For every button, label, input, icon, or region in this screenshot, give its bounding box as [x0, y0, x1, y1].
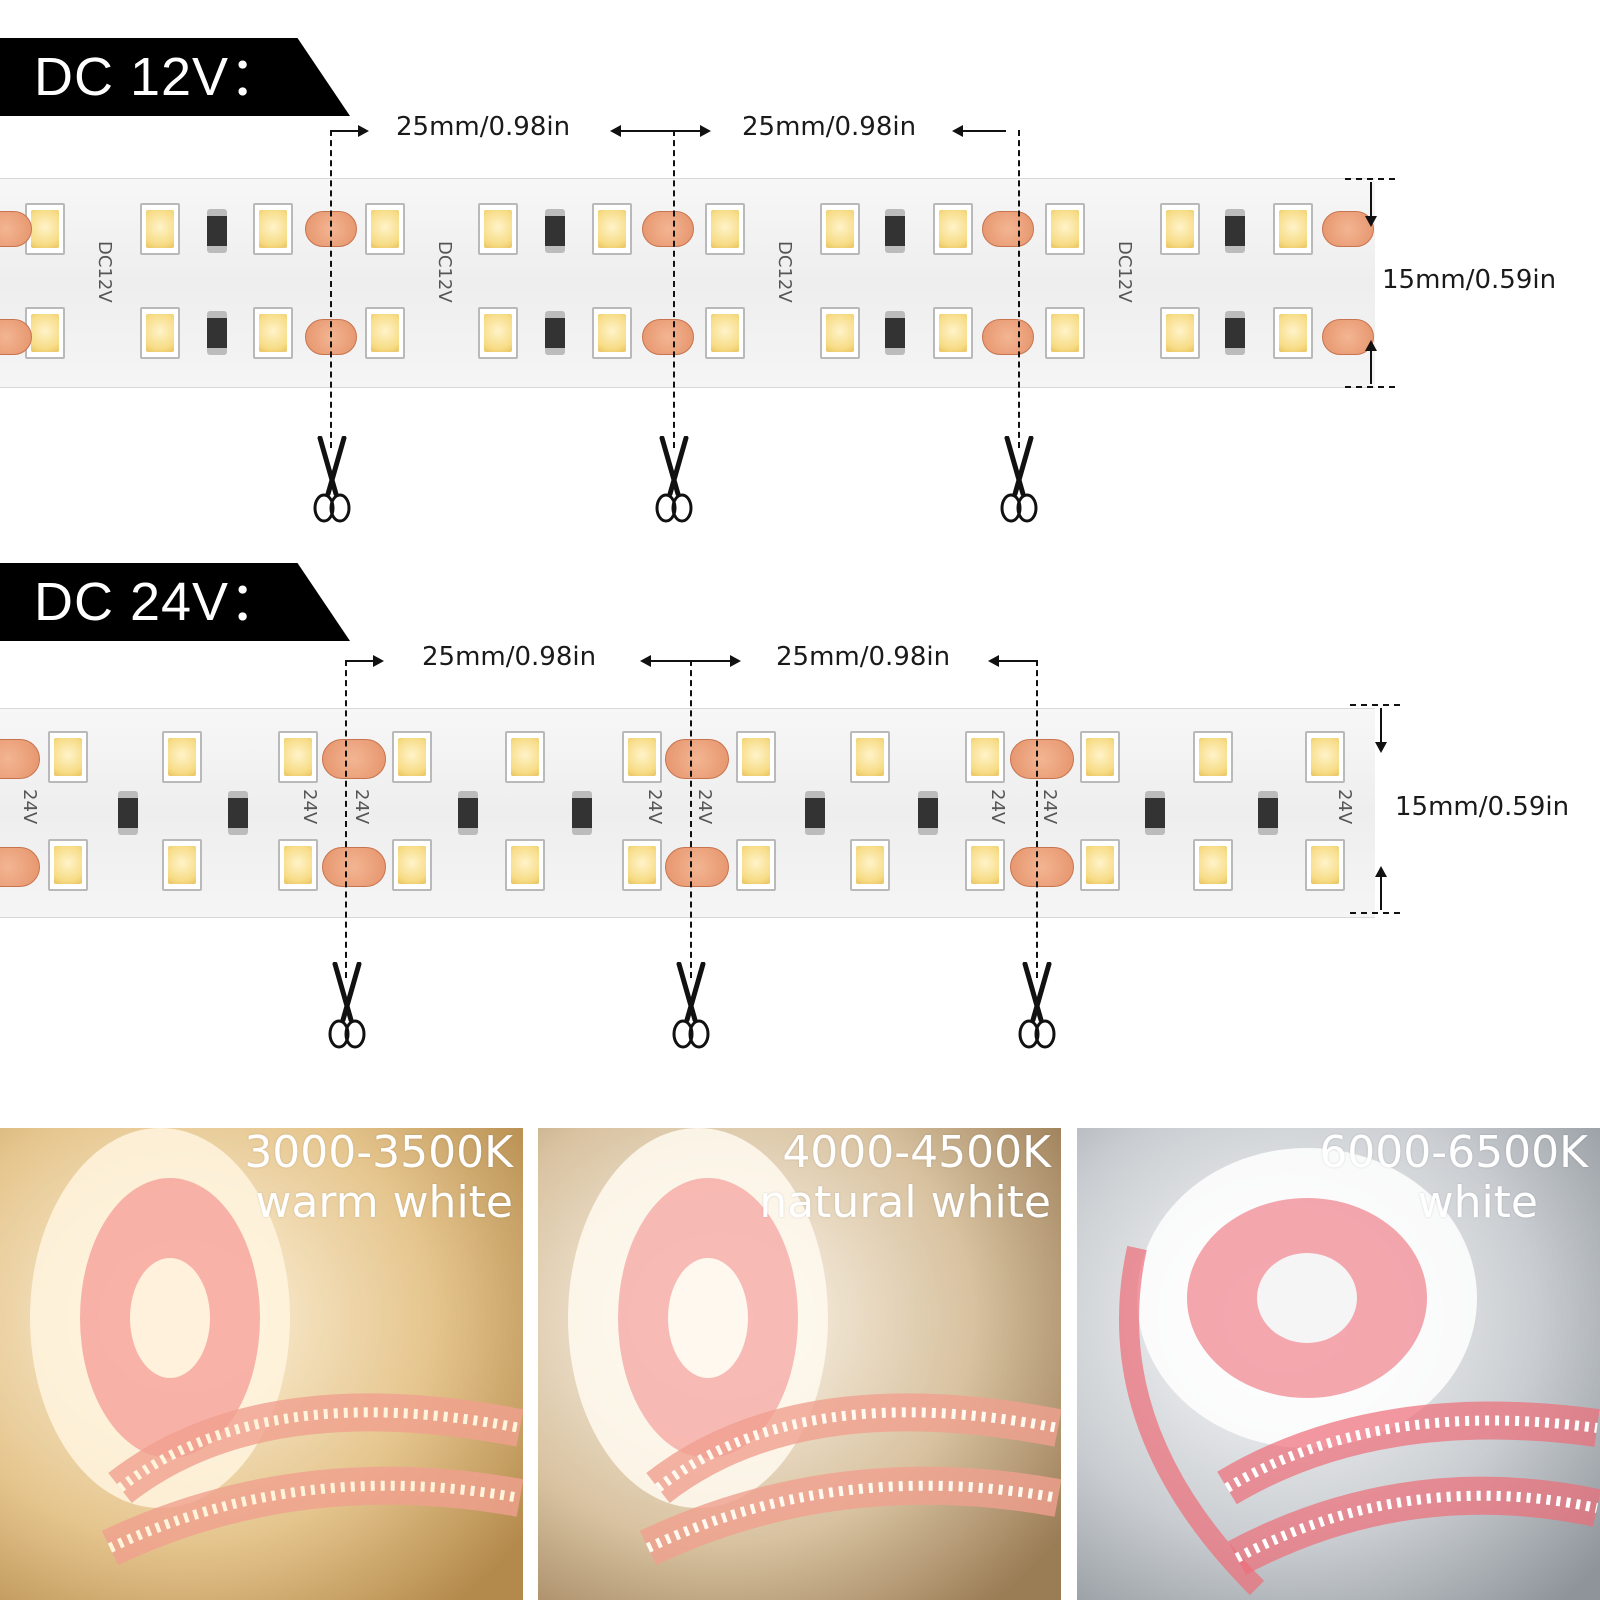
color-temp-caption: 6000-6500K white [1319, 1128, 1588, 1228]
color-temp-range: 3000-3500K [244, 1128, 513, 1178]
section-title-12v: DC 12V： [0, 38, 350, 116]
section-title-24v: DC 24V： [0, 563, 350, 641]
scissors-icon [1000, 436, 1038, 523]
led-reel-photo [0, 1128, 523, 1600]
color-temp-caption: 4000-4500K natural white [759, 1128, 1051, 1228]
led-strip-24v: 24V 24V 24V 24V 24V 24V 24V 24V [0, 708, 1375, 918]
led-reel-photo [1077, 1128, 1600, 1600]
color-temp-name: warm white [255, 1177, 513, 1228]
color-temp-range: 6000-6500K [1319, 1128, 1588, 1178]
scissors-icon [1018, 962, 1056, 1049]
segment-label-4: 25mm/0.98in [776, 642, 951, 672]
scissors-icon [313, 436, 351, 523]
segment-label-2: 25mm/0.98in [742, 112, 917, 142]
color-temp-name: white [1417, 1177, 1538, 1228]
color-temp-panel-warm: 3000-3500K warm white [0, 1128, 523, 1600]
color-temp-name: natural white [759, 1177, 1051, 1228]
segment-label-3: 25mm/0.98in [422, 642, 597, 672]
color-temp-range: 4000-4500K [782, 1128, 1051, 1178]
color-temp-panel-natural: 4000-4500K natural white [538, 1128, 1061, 1600]
color-temp-caption: 3000-3500K warm white [244, 1128, 513, 1228]
scissors-icon [328, 962, 366, 1049]
led-reel-photo [538, 1128, 1061, 1600]
led-strip-12v: DC12V DC12V DC12V DC12V [0, 178, 1375, 388]
scissors-icon [672, 962, 710, 1049]
scissors-icon [655, 436, 693, 523]
color-temp-panel-cool: 6000-6500K white [1077, 1128, 1600, 1600]
width-label-12v: 15mm/0.59in [1382, 265, 1557, 295]
segment-label-1: 25mm/0.98in [396, 112, 571, 142]
width-label-24v: 15mm/0.59in [1395, 792, 1570, 822]
